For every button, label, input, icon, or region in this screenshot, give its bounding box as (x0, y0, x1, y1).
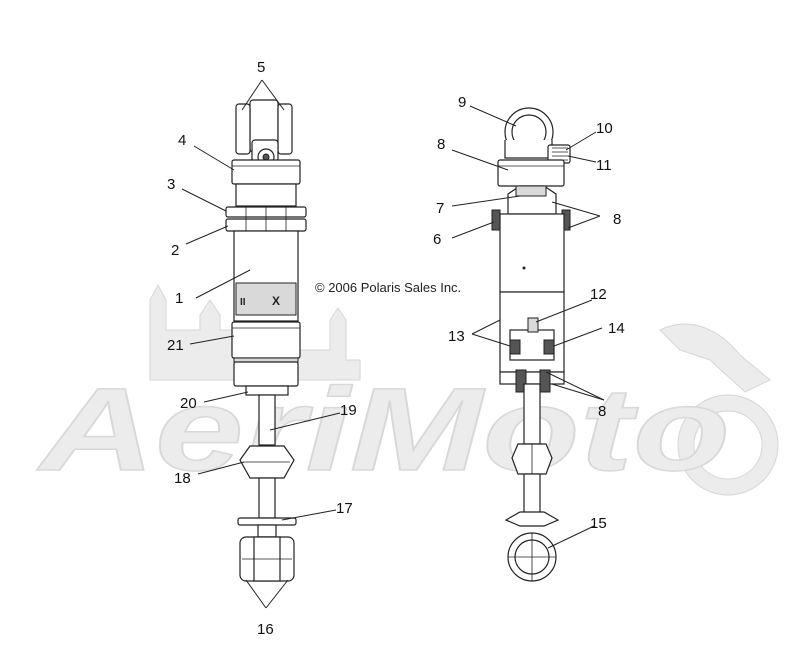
callout-12: 12 (590, 286, 607, 303)
callout-20: 20 (180, 395, 197, 412)
svg-text:X: X (272, 294, 280, 308)
callout-13: 13 (448, 328, 465, 345)
callout-18: 18 (174, 470, 191, 487)
callout-8-middle: 8 (613, 211, 621, 228)
callout-10: 10 (596, 120, 613, 137)
svg-text:II: II (240, 297, 246, 308)
callout-19: 19 (340, 402, 357, 419)
callout-14: 14 (608, 320, 625, 337)
watermark: AeriMoto (35, 238, 779, 497)
left-shock-assembly: II X (225, 99, 307, 582)
callout-5-top: 5 (257, 59, 265, 76)
callout-21: 21 (167, 337, 184, 354)
callout-1: 1 (175, 290, 183, 307)
callout-16: 16 (257, 621, 274, 638)
watermark-text: AeriMoto (36, 364, 730, 496)
callout-15: 15 (590, 515, 607, 532)
callout-9: 9 (458, 94, 466, 111)
callout-11: 11 (596, 157, 612, 174)
callouts: 5 4 3 2 1 21 20 19 18 17 16 9 10 11 8 7 … (167, 59, 625, 638)
callout-6: 6 (433, 231, 441, 248)
copyright-notice: © 2006 Polaris Sales Inc. (315, 280, 461, 295)
callout-17: 17 (336, 500, 353, 517)
callout-4: 4 (178, 132, 186, 149)
callout-2: 2 (171, 242, 179, 259)
leader-lines (181, 79, 605, 609)
callout-7: 7 (436, 200, 444, 217)
right-shock-assembly (491, 107, 571, 582)
callout-8-lower: 8 (598, 403, 606, 420)
callout-3: 3 (167, 176, 175, 193)
callout-8-upper: 8 (437, 136, 445, 153)
